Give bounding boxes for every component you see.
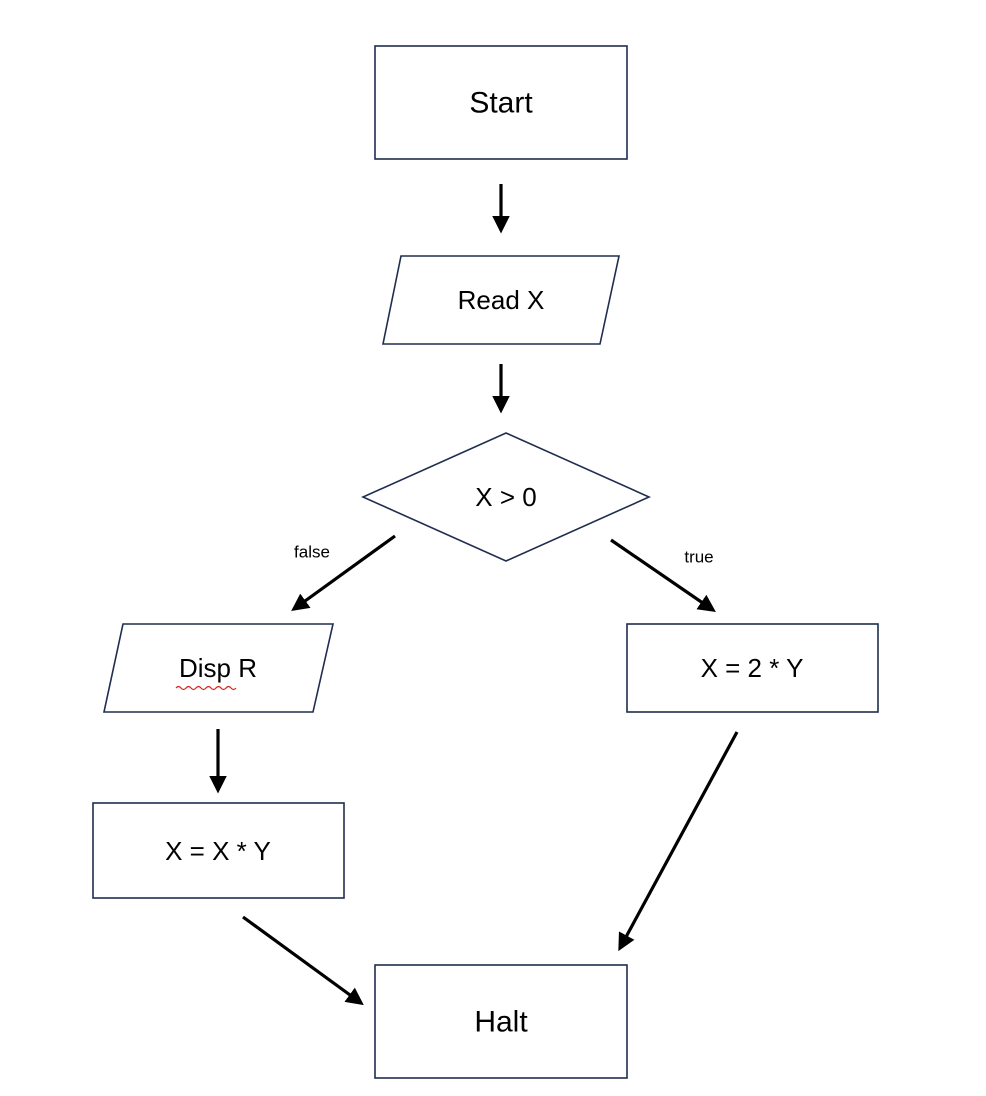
- halt-box: [374, 964, 628, 1079]
- disp-r-node: Disp R: [103, 623, 335, 713]
- halt-label: Halt: [474, 1006, 528, 1039]
- assign-false-box: [92, 802, 345, 899]
- spellcheck-underline: [175, 685, 237, 691]
- arrow-decision-true: [610, 538, 716, 612]
- edge-label-false: false: [294, 543, 330, 562]
- read-x-label: Read X: [458, 285, 545, 315]
- disp-r-parallelogram: [103, 623, 335, 713]
- arrow-assign-false-to-halt: [242, 915, 364, 1006]
- edge-label-true: true: [684, 548, 713, 567]
- disp-r-label: Disp R: [179, 653, 257, 683]
- decision-diamond: [361, 432, 651, 562]
- start-label: Start: [469, 87, 533, 120]
- decision-label: X > 0: [475, 482, 536, 512]
- assign-true-box: [626, 623, 879, 713]
- halt-node: Halt: [374, 964, 628, 1079]
- arrow-assign-true-to-halt: [618, 731, 739, 952]
- arrow-decision-false: [291, 534, 396, 612]
- read-x-node: Read X: [382, 255, 620, 345]
- read-x-parallelogram: [382, 255, 620, 345]
- assign-true-label: X = 2 * Y: [701, 653, 804, 683]
- assign-false-label: X = X * Y: [165, 836, 271, 866]
- assign-false-node: X = X * Y: [92, 802, 345, 899]
- assign-true-node: X = 2 * Y: [626, 623, 879, 713]
- start-node: Start: [374, 45, 628, 160]
- start-box: [374, 45, 628, 160]
- decision-node: X > 0: [361, 432, 651, 562]
